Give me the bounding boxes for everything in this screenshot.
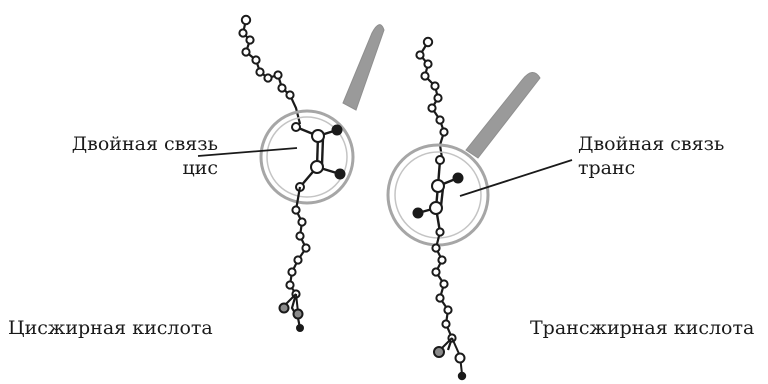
trans-pointer-line [459,159,573,197]
trans-double-bond [417,159,459,233]
trans-fatty-acid-chain-icon [386,36,573,381]
trans-double-bond-atoms [412,155,464,219]
cis-chain-atoms-bottom [285,205,311,299]
cis-double-bond-label: Двойная связь цис [28,132,218,180]
cis-fatty-acid-label: Цисжирная кислота [8,317,213,339]
cis-pointer-line [197,147,298,157]
cis-fatty-acid-chain-icon [197,14,385,332]
cis-bond-label-line-1: Двойная связь [71,133,218,155]
trans-chain-atoms-top [415,36,449,137]
cis-magnifier-rim [259,109,355,205]
trans-double-bond-label: Двойная связь транс [578,132,758,180]
trans-bond-label-line-1: Двойная связь [578,133,725,155]
cis-chain-top [241,19,302,125]
cis-magnifier-handle [342,24,385,111]
trans-chain-bottom [434,231,454,351]
cis-double-bond-atoms [291,122,346,192]
trans-fatty-acid-label: Трансжирная кислота [530,317,755,339]
trans-bond-label-line-2: транс [578,157,636,179]
cis-chain-atoms-top [238,14,295,100]
trans-carboxyl-group [433,337,467,381]
cis-bond-label-line-2: цис [182,157,218,179]
trans-magnifier-handle [465,72,541,159]
cis-carboxyl-group [278,293,304,332]
